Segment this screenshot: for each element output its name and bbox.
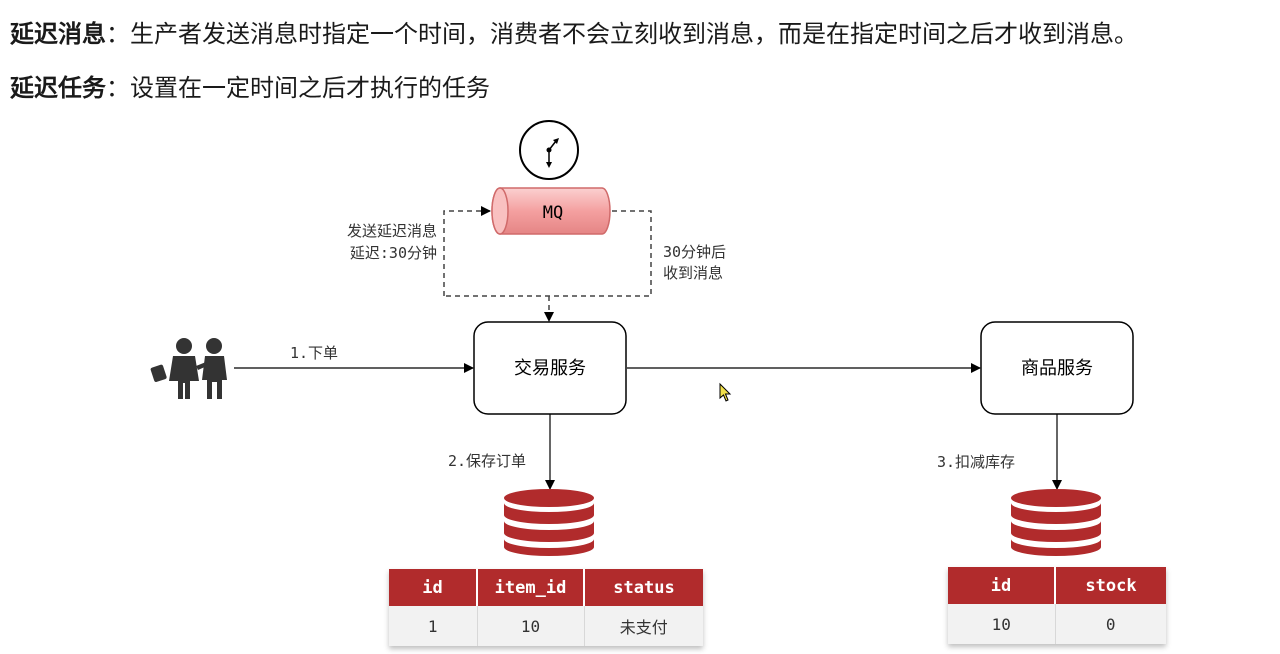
delay-message-desc: ：生产者发送消息时指定一个时间，消费者不会立刻收到消息，而是在指定时间之后才收到…	[106, 20, 1138, 48]
delay-message-definition: 延迟消息：生产者发送消息时指定一个时间，消费者不会立刻收到消息，而是在指定时间之…	[10, 19, 1138, 49]
orders-table-header: id item_id status	[389, 569, 703, 606]
mq-label: MQ	[543, 203, 563, 223]
stock-database-icon	[1011, 489, 1101, 556]
product-service-label: 商品服务	[1021, 358, 1093, 379]
orders-cell-id: 1	[389, 606, 478, 646]
users-icon	[150, 338, 227, 399]
table-row: 1 10 未支付	[389, 606, 703, 646]
stock-col-id: id	[948, 567, 1056, 604]
stock-table-header: id stock	[948, 567, 1166, 604]
send-delay-label-line1: 发送延迟消息	[347, 222, 437, 240]
delay-task-desc: ：设置在一定时间之后才执行的任务	[106, 74, 490, 102]
orders-col-id: id	[389, 569, 478, 606]
send-delay-label-line2: 延迟:30分钟	[350, 244, 437, 262]
delay-loop	[443, 206, 652, 322]
delay-task-definition: 延迟任务：设置在一定时间之后才执行的任务	[10, 73, 490, 103]
delay-task-term: 延迟任务	[10, 74, 106, 102]
delay-message-term: 延迟消息	[10, 20, 106, 48]
deduct-stock-label: 3.扣减库存	[937, 453, 1015, 471]
stock-table: id stock 10 0	[948, 567, 1166, 644]
trade-service-label: 交易服务	[514, 358, 586, 379]
clock-icon	[519, 120, 579, 180]
orders-cell-item-id: 10	[477, 606, 585, 646]
receive-label-line1: 30分钟后	[663, 243, 726, 261]
orders-cell-status: 未支付	[584, 606, 703, 646]
stock-cell-stock: 0	[1055, 604, 1166, 644]
receive-label-line2: 收到消息	[663, 264, 723, 282]
orders-col-status: status	[584, 569, 703, 606]
stock-col-stock: stock	[1055, 567, 1166, 604]
orders-database-icon	[504, 489, 594, 556]
table-row: 10 0	[948, 604, 1166, 644]
mq-queue	[491, 187, 611, 235]
stock-cell-id: 10	[948, 604, 1056, 644]
order-step-label: 1.下单	[290, 344, 338, 362]
orders-col-item-id: item_id	[477, 569, 585, 606]
orders-table: id item_id status 1 10 未支付	[389, 569, 703, 646]
save-order-label: 2.保存订单	[448, 452, 526, 470]
mouse-cursor-icon	[719, 382, 732, 402]
